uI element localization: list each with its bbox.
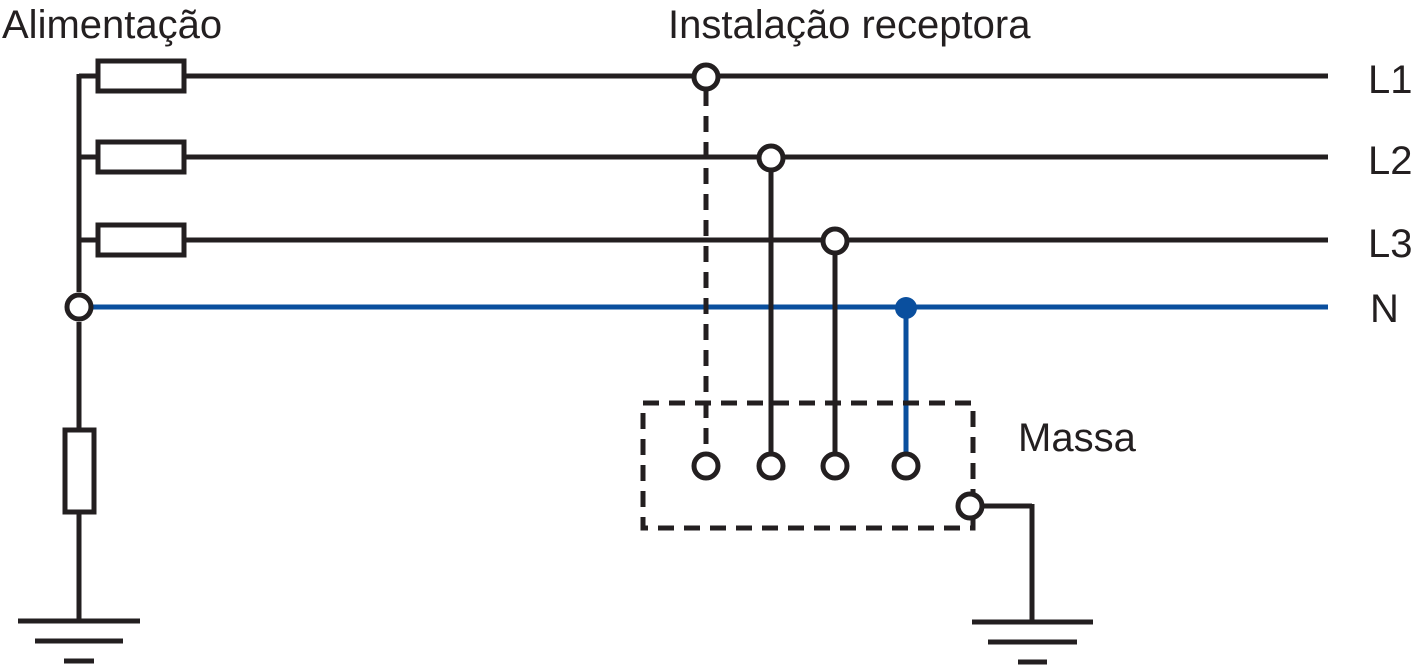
conductor-label-l2: L2 xyxy=(1368,139,1413,183)
l3-tap-terminal xyxy=(820,226,850,256)
equipment-enclosure xyxy=(640,400,976,531)
equipment-terminal-l3 xyxy=(820,451,850,481)
mass-label: Massa xyxy=(1018,416,1137,460)
conductor-label-n: N xyxy=(1370,287,1399,331)
earth-resistor xyxy=(62,427,97,515)
star-point-terminal xyxy=(64,292,94,322)
l1-tap-terminal xyxy=(691,62,721,92)
mass-terminal xyxy=(955,491,985,521)
n-junction-dot xyxy=(895,297,917,319)
equipment-terminal-n xyxy=(891,451,921,481)
equipment-terminal-l1 xyxy=(691,451,721,481)
conductor-label-l1: L1 xyxy=(1368,58,1413,102)
installation-label: Instalação receptora xyxy=(668,3,1031,47)
equipment-terminal-l2 xyxy=(756,451,786,481)
conductor-label-l3: L3 xyxy=(1368,222,1413,266)
l2-tap-terminal xyxy=(756,143,786,173)
resistor-l1 xyxy=(95,58,187,94)
supply-label: Alimentação xyxy=(2,3,222,47)
resistor-l3 xyxy=(95,222,187,258)
resistor-l2 xyxy=(95,139,187,175)
supply-earth-icon xyxy=(18,618,140,664)
installation-earth-icon xyxy=(972,619,1093,665)
